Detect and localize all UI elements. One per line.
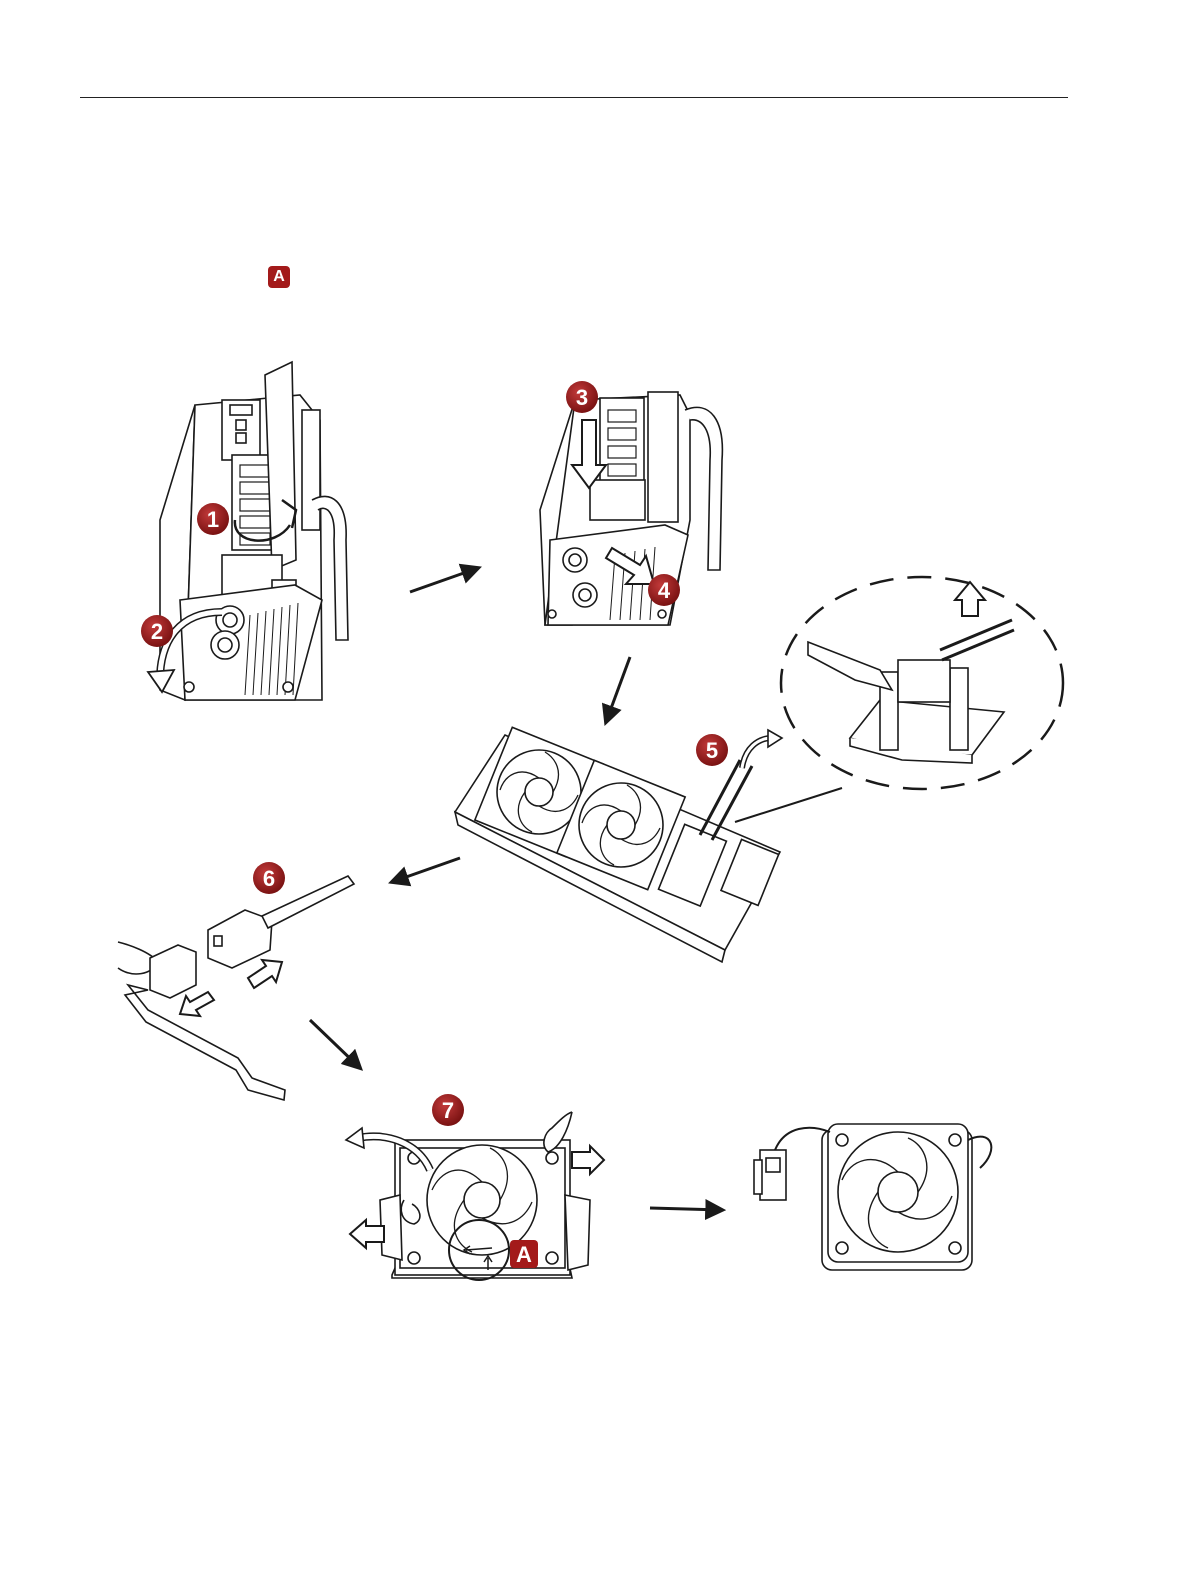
detail-marker-a: A: [510, 1240, 538, 1268]
removed-fan-illustration: [754, 1124, 991, 1270]
step-badge-2: 2: [141, 615, 173, 647]
flow-arrow: [310, 1020, 360, 1068]
step-badge-5: 5: [696, 734, 728, 766]
step-badge-3: 3: [566, 381, 598, 413]
callout-line: [735, 788, 842, 822]
drive-remove-fan-illustration: [540, 392, 722, 625]
drive-open-cover-illustration: [148, 362, 348, 700]
svg-text:2: 2: [151, 619, 163, 644]
flow-arrow: [650, 1208, 722, 1210]
step-badge-6: 6: [253, 862, 285, 894]
svg-text:7: 7: [442, 1098, 454, 1123]
connector-detail-illustration: [781, 577, 1063, 789]
fan-release-illustration: [346, 1112, 604, 1280]
step-badge-4: 4: [648, 574, 680, 606]
svg-text:6: 6: [263, 866, 275, 891]
svg-text:1: 1: [207, 507, 219, 532]
step-badge-7: 7: [432, 1094, 464, 1126]
flow-arrow: [606, 657, 630, 722]
step-badge-1: 1: [197, 503, 229, 535]
flow-arrow: [410, 568, 478, 592]
connector-unplug-illustration: [118, 876, 354, 1100]
flow-arrow: [392, 858, 460, 882]
svg-text:5: 5: [706, 738, 718, 763]
svg-text:A: A: [516, 1242, 532, 1267]
fan-tray-illustration: [455, 727, 782, 962]
svg-text:3: 3: [576, 385, 588, 410]
svg-text:4: 4: [658, 578, 671, 603]
